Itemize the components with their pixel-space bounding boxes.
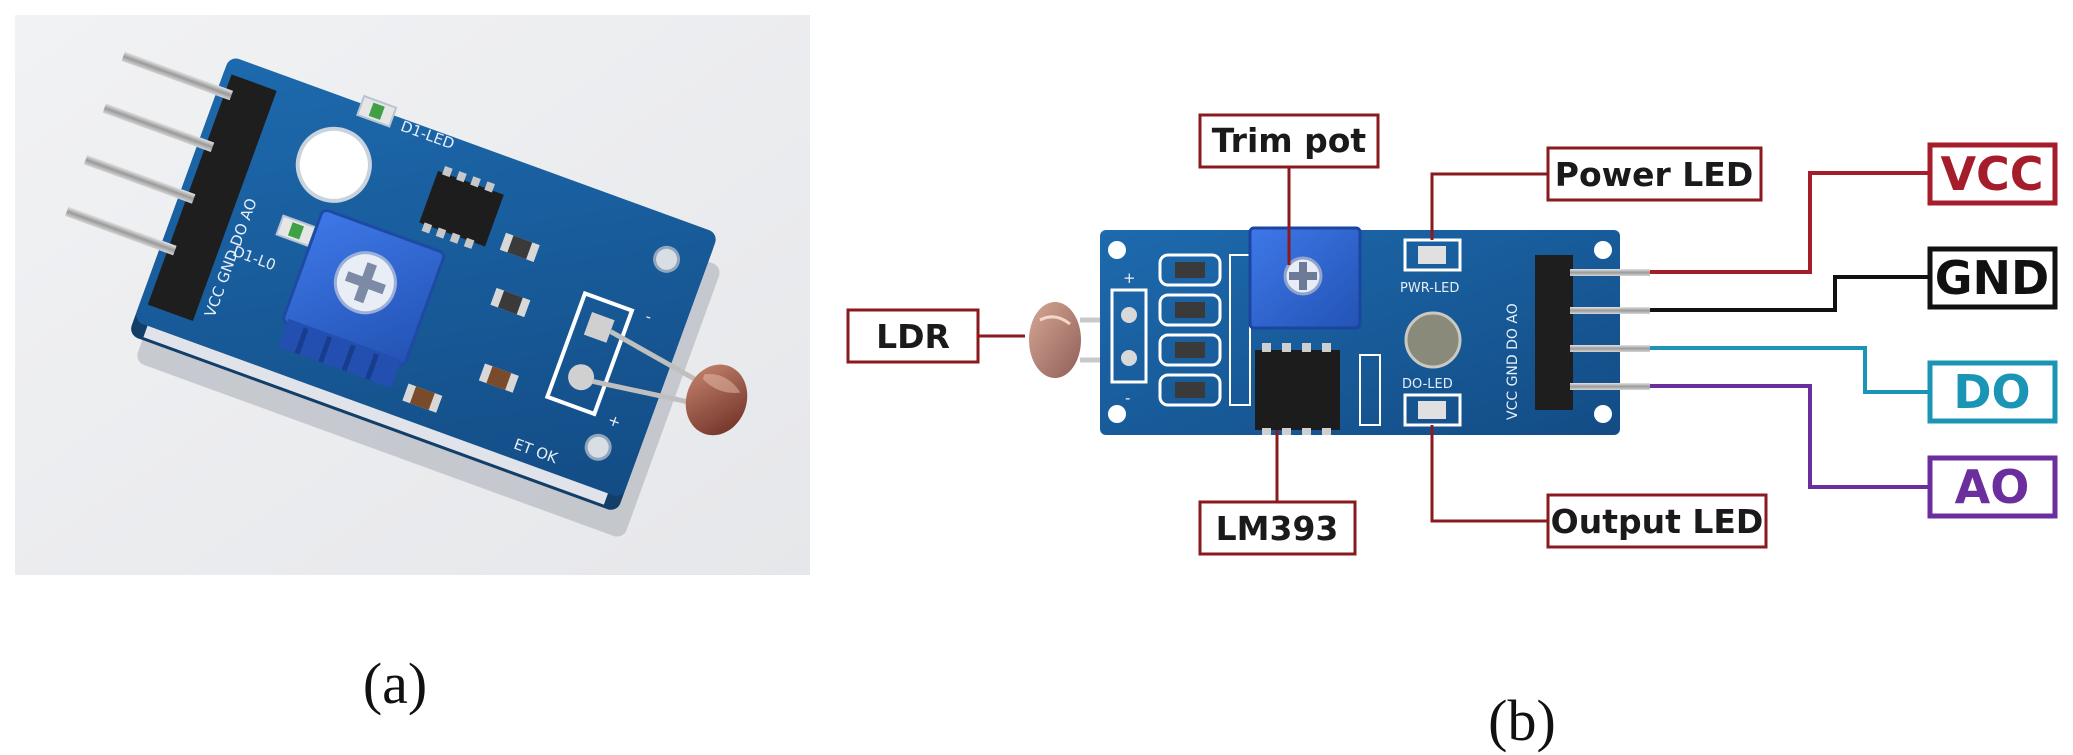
callout-power-led-label: Power LED: [1555, 155, 1753, 194]
do-led-silk: DO-LED: [1402, 377, 1453, 392]
callout-output-led: Output LED: [1430, 425, 1768, 549]
output-led: DO-LED: [1402, 377, 1462, 427]
header-silk: VCC GND DO AO: [1505, 303, 1521, 420]
wire-vcc: [1650, 171, 1930, 274]
pin-label-ao: AO: [1927, 455, 2058, 519]
callout-lm393-label: LM393: [1216, 509, 1339, 548]
callout-ldr-label: LDR: [876, 317, 950, 356]
wire-gnd: [1650, 275, 1930, 312]
callout-ldr: LDR: [846, 308, 1025, 364]
caption-b: (b): [1488, 688, 1556, 753]
pin-label-vcc: VCC: [1927, 142, 2058, 206]
pin-label-gnd: GND: [1927, 246, 2058, 310]
resistor-array: [1158, 253, 1251, 407]
ldr-terminal: [1110, 288, 1148, 384]
board-b-minus: -: [1125, 389, 1130, 407]
pin-header: [147, 74, 277, 322]
lm393-chip-photo: [419, 170, 504, 247]
sensor-module-photo: VCC GND DO AO D1-LED D1-L0: [65, 51, 748, 537]
board-hole: [1404, 311, 1462, 369]
panel-b: + -: [846, 113, 2058, 753]
panel-a: VCC GND DO AO D1-LED D1-L0: [15, 15, 810, 716]
trim-pot: [1248, 226, 1362, 330]
ldr-mount: [544, 290, 635, 417]
lm393-chip: [1255, 343, 1381, 435]
pin-label-ao-text: AO: [1955, 460, 2030, 514]
callout-trim-pot: Trim pot: [1198, 113, 1380, 265]
board-b-plus: +: [1123, 269, 1136, 287]
callout-power-led: Power LED: [1430, 146, 1763, 240]
ldr-photo: [685, 364, 748, 436]
caption-a: (a): [363, 651, 427, 716]
mounting-hole: [295, 126, 372, 203]
callout-trim-pot-label: Trim pot: [1212, 121, 1367, 160]
pin-label-do-text: DO: [1953, 365, 2030, 419]
pin-label-do: DO: [1927, 360, 2058, 424]
board-header: VCC GND DO AO: [1505, 255, 1650, 420]
callout-lm393: LM393: [1198, 430, 1357, 556]
pin-label-vcc-text: VCC: [1940, 147, 2043, 201]
silk-plus: +: [605, 411, 623, 432]
wire-do: [1650, 346, 1930, 394]
pin-label-gnd-text: GND: [1935, 251, 2049, 305]
callout-output-led-label: Output LED: [1551, 502, 1764, 541]
silk-minus: -: [643, 307, 654, 326]
pwr-led-silk: PWR-LED: [1400, 281, 1459, 296]
power-led: PWR-LED: [1400, 238, 1462, 296]
wire-ao: [1650, 384, 1930, 489]
